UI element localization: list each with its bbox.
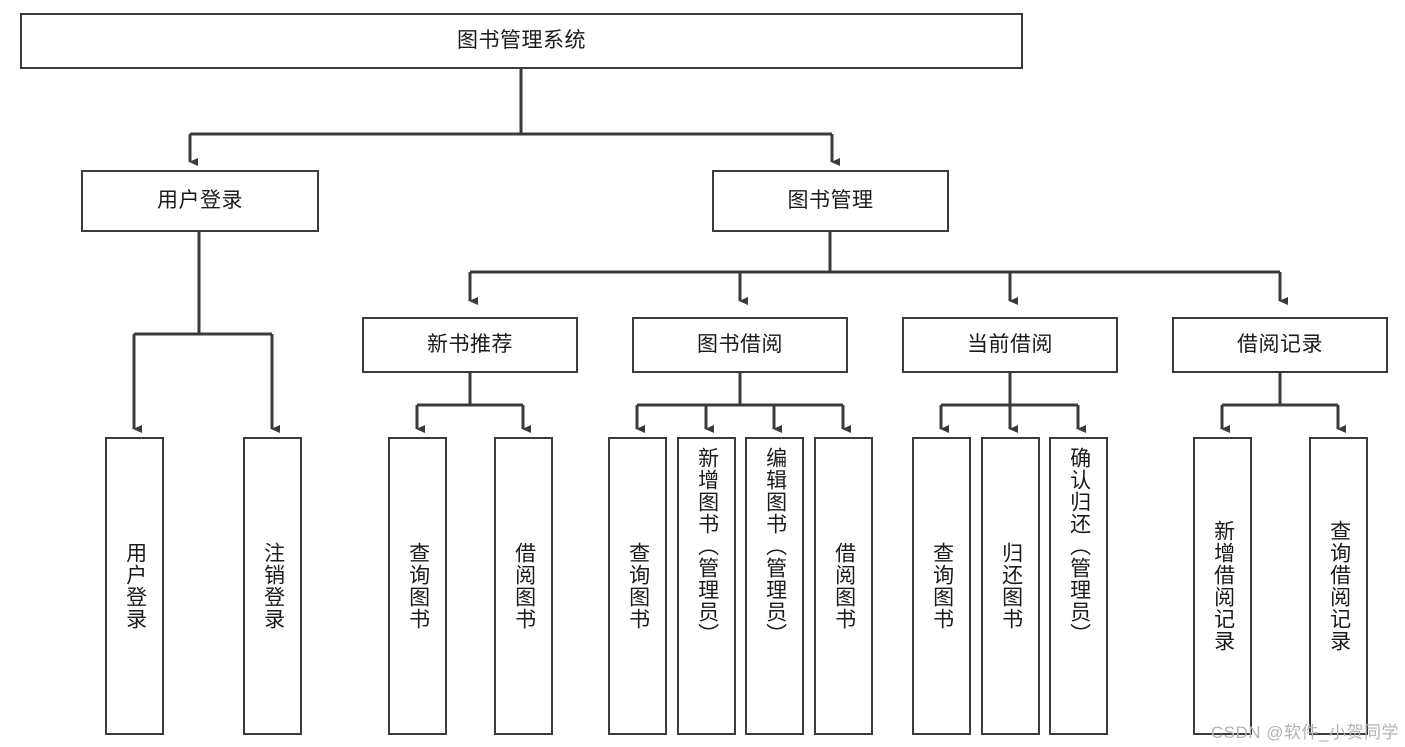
node-label: 借阅图书 [832,542,856,630]
node-leaf-return-book[interactable]: 归还图书 [981,437,1040,735]
node-leaf-add-book-admin[interactable]: 新增图书（管理员） [677,437,736,735]
node-user-login[interactable]: 用户登录 [81,170,319,232]
node-leaf-query-book-current[interactable]: 查询图书 [912,437,971,735]
node-leaf-logout[interactable]: 注销登录 [243,437,302,735]
node-label: 查询图书 [930,542,954,630]
node-label: 确认归还（管理员） [1067,447,1091,645]
node-leaf-query-book-newbook[interactable]: 查询图书 [388,437,447,735]
node-label: 编辑图书（管理员） [763,447,787,645]
node-book-management[interactable]: 图书管理 [712,170,949,232]
node-new-book-recommend[interactable]: 新书推荐 [362,317,578,373]
node-label: 图书管理系统 [457,29,586,53]
node-label: 用户登录 [123,542,147,630]
node-book-borrow[interactable]: 图书借阅 [632,317,848,373]
node-label: 借阅记录 [1237,333,1323,357]
node-label: 图书借阅 [697,333,783,357]
node-leaf-query-borrow-record[interactable]: 查询借阅记录 [1309,437,1368,735]
node-label: 查询图书 [406,542,430,630]
node-label: 当前借阅 [967,333,1053,357]
node-label: 新增图书（管理员） [695,447,719,645]
node-borrow-record[interactable]: 借阅记录 [1172,317,1388,373]
node-leaf-confirm-return-admin[interactable]: 确认归还（管理员） [1049,437,1108,735]
node-label: 归还图书 [999,542,1023,630]
node-root-library-system[interactable]: 图书管理系统 [20,13,1023,69]
node-label: 用户登录 [157,189,243,213]
node-label: 查询借阅记录 [1327,520,1351,652]
node-leaf-borrow-book[interactable]: 借阅图书 [814,437,873,735]
node-leaf-user-login[interactable]: 用户登录 [105,437,164,735]
node-leaf-add-borrow-record[interactable]: 新增借阅记录 [1193,437,1252,735]
node-leaf-query-book-borrow[interactable]: 查询图书 [608,437,667,735]
node-current-borrow[interactable]: 当前借阅 [902,317,1118,373]
node-leaf-borrow-book-newbook[interactable]: 借阅图书 [494,437,553,735]
node-label: 借阅图书 [512,542,536,630]
node-label: 图书管理 [787,189,874,213]
node-label: 注销登录 [261,542,285,630]
node-label: 新书推荐 [427,333,513,357]
node-label: 查询图书 [626,542,650,630]
node-label: 新增借阅记录 [1211,520,1235,652]
node-leaf-edit-book-admin[interactable]: 编辑图书（管理员） [745,437,804,735]
